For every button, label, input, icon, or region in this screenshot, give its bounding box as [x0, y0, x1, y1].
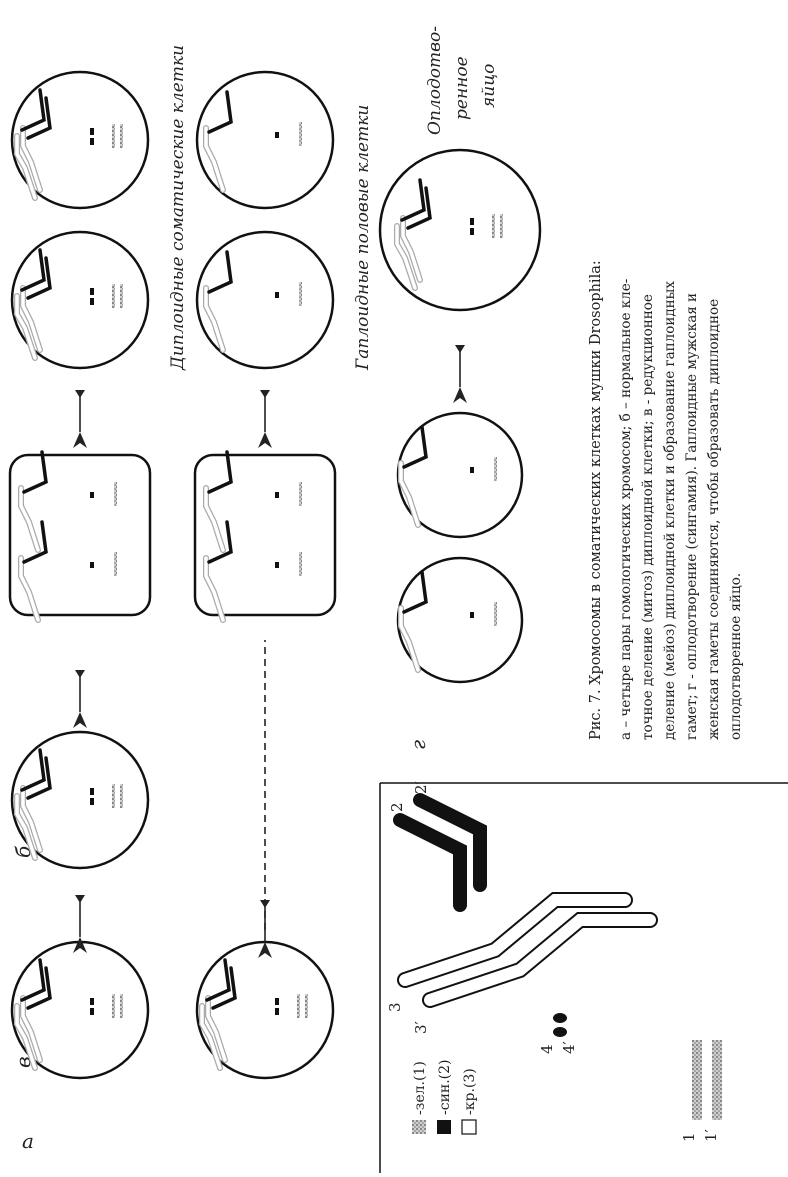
caption-b: Диплоидные соматические клетки: [168, 45, 188, 371]
chromosome-1p: [712, 1040, 722, 1120]
cell-v-3: [197, 72, 333, 208]
legend-swatch-3: [462, 1120, 476, 1134]
chromosome-2: [400, 820, 460, 905]
figure-caption: Рис. 7. Хромосомы в соматических клетках…: [588, 260, 744, 740]
caption-line-5: женская гаметы соединяются, чтобы образо…: [706, 299, 722, 740]
legend-text-3: -кр.(3): [462, 1068, 478, 1115]
caption-title: Рис. 7. Хромосомы в соматических клетках…: [588, 260, 604, 740]
chromosome-4p: [553, 1027, 567, 1037]
num-4p: 4′: [560, 1040, 578, 1054]
row-label-a: а: [22, 1129, 34, 1153]
row-b: Диплоидные соматические клетки: [10, 45, 188, 1078]
legend-swatch-2: [437, 1120, 451, 1134]
num-3p: 3′: [412, 1020, 430, 1034]
num-3: 3: [386, 1002, 404, 1012]
caption-line-3: деление (мейоз) диплоидной клетки и обра…: [662, 281, 678, 740]
num-4: 4: [538, 1044, 556, 1054]
caption-line-2: точное деление (митоз) диплоидной клетки…: [640, 294, 656, 740]
num-2: 2: [388, 802, 406, 812]
caption-g-3: яйцо: [479, 64, 499, 108]
row-label-g: г: [406, 740, 430, 750]
caption-line-4: гамет; г - оплодотворение (сингамия). Га…: [684, 293, 700, 740]
caption-v: Гаплоидные половые клетки: [353, 105, 373, 371]
chromosome-4: [553, 1013, 567, 1023]
cell-v-2: [197, 232, 333, 368]
legend-text-2: -син.(2): [437, 1059, 453, 1115]
caption-g-1: Оплодотво-: [425, 26, 445, 135]
num-1: 1: [680, 1132, 698, 1142]
caption-line-1: а – четыре пары гомологических хромосом;…: [618, 279, 634, 740]
caption-line-6: оплодотворенное яйцо.: [728, 573, 744, 740]
legend-swatch-1: [412, 1120, 426, 1134]
row-v: Гаплоидные половые клетки: [195, 72, 373, 1078]
legend-text-1: -зел.(1): [412, 1061, 428, 1115]
num-1p: 1′: [702, 1128, 720, 1142]
row-g: Оплодотво- ренное яйцо: [380, 26, 540, 682]
panel-a: 3 3′ 2 2′ 4 4′ 1 1′ -зел.(1) -син.(2) -к…: [380, 780, 788, 1173]
chromosome-1: [692, 1040, 702, 1120]
caption-g-2: ренное: [452, 56, 472, 120]
num-2p: 2′: [412, 780, 430, 794]
